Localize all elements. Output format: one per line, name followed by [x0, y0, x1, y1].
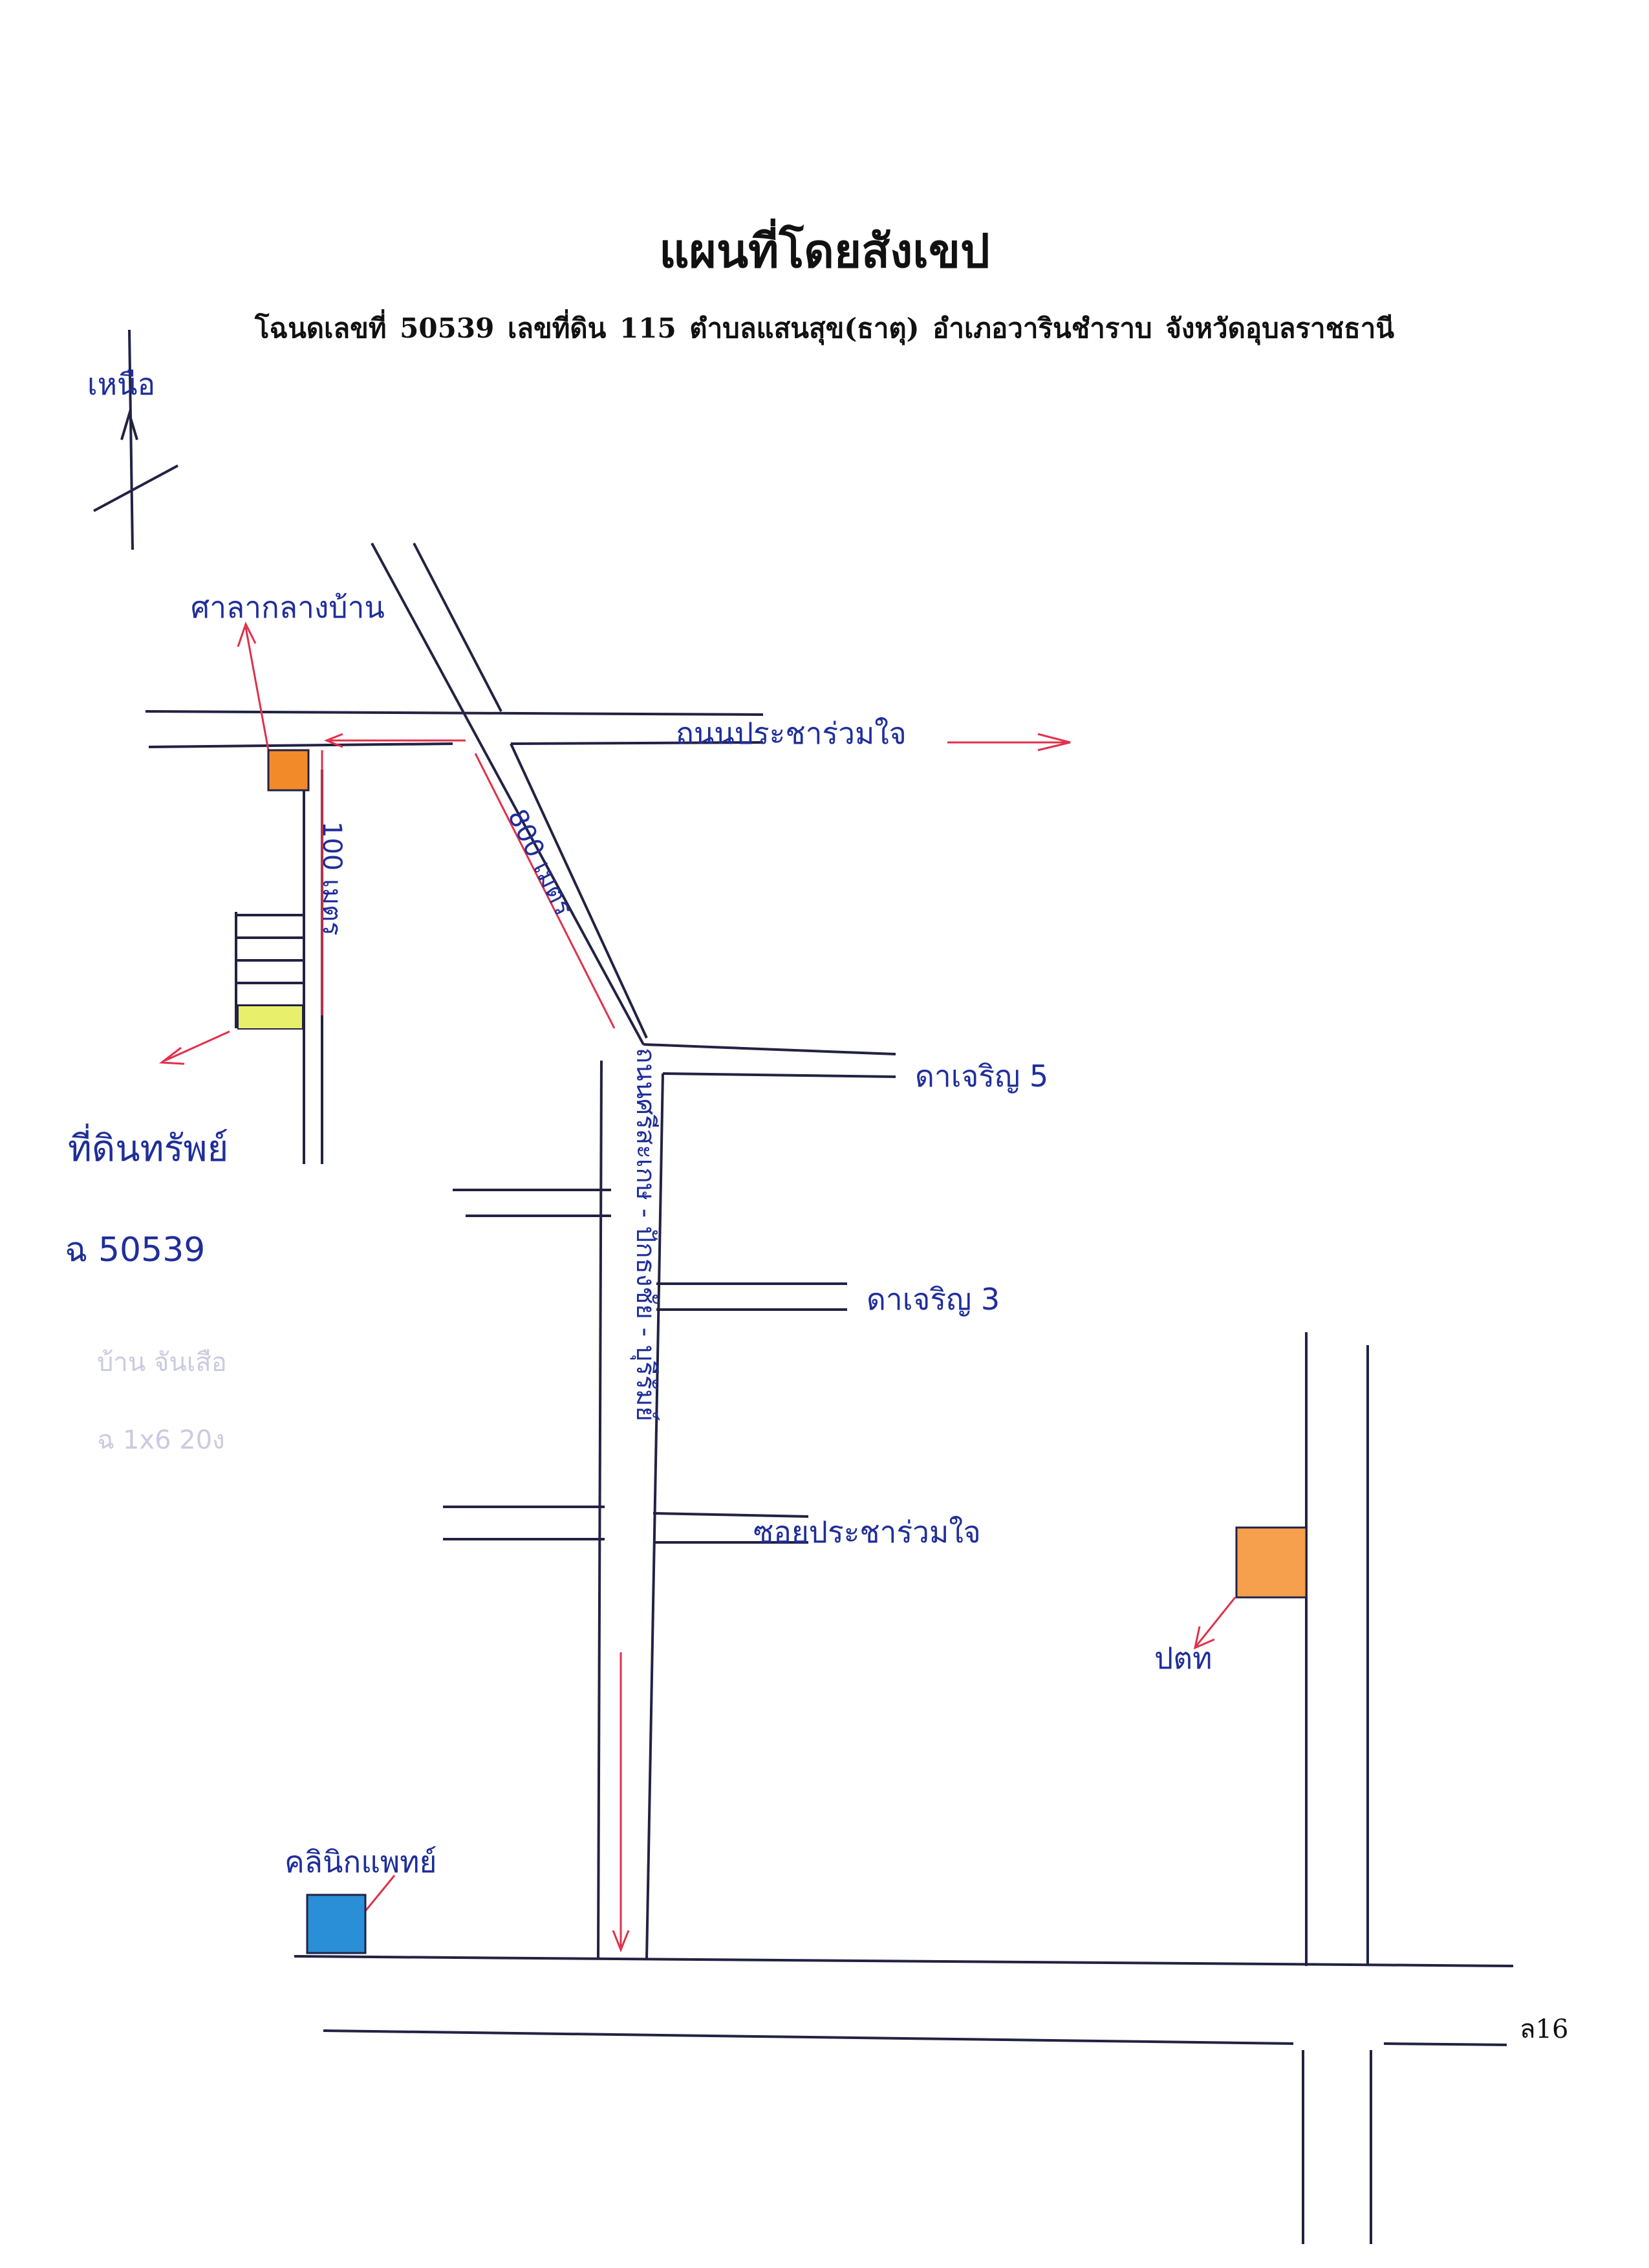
- page-title: แผนที่โดยสังเขป: [659, 223, 990, 278]
- road-soi-3: [656, 1282, 847, 1311]
- road-diagonal: [371, 543, 648, 1045]
- route-arrows: [158, 621, 1236, 1953]
- land-marker: [237, 1005, 303, 1030]
- road-main-vertical: [597, 1060, 664, 1960]
- road-soi-unity: [443, 1506, 809, 1544]
- deed-number-label: ฉ 50539: [65, 1231, 205, 1269]
- village-hall-label: ศาลากลางบ้าน: [191, 590, 385, 625]
- land-site-label: ที่ดินทรัพย์: [68, 1123, 228, 1170]
- road-top: [145, 710, 764, 748]
- deed-subtitle: โฉนดเลขที่ 50539 เลขที่ดิน 115 ตำบลแสนสุ…: [254, 312, 1395, 344]
- clinic-marker: [306, 1894, 367, 1954]
- page-number: ล16: [1520, 2014, 1569, 2044]
- soi-3-label: ดาเจริญ 3: [867, 1282, 1000, 1317]
- north-arrow-icon: [93, 329, 178, 550]
- faint-note-2: ฉ 1x6 20ง: [97, 1425, 225, 1455]
- road-soi-5: [643, 1043, 896, 1078]
- fuel-station-marker: [1235, 1526, 1308, 1599]
- faint-note-1: บ้าน จันเสือ: [97, 1348, 227, 1377]
- road-bottom: [294, 1955, 1514, 2046]
- road-main-label: ถนนศรีสะเกษ - ปักธงชัย - บุรีรัมย์: [630, 1048, 660, 1421]
- route-sign-label: ปตท: [1154, 1641, 1212, 1676]
- soi-unity-label: ซอยประชาร่วมใจ: [753, 1515, 981, 1550]
- village-hall-marker: [267, 749, 310, 792]
- road-left-short: [453, 1189, 611, 1217]
- distance-100-label: 100 เมตร: [317, 821, 347, 936]
- road-right-vertical: [1302, 1332, 1372, 2244]
- clinic-label: คลินิกแพทย์: [285, 1844, 437, 1879]
- road-top-label: ถนนประชาร่วมใจ: [676, 716, 907, 751]
- north-label: เหนือ: [87, 367, 155, 402]
- soi-5-label: ดาเจริญ 5: [915, 1059, 1048, 1094]
